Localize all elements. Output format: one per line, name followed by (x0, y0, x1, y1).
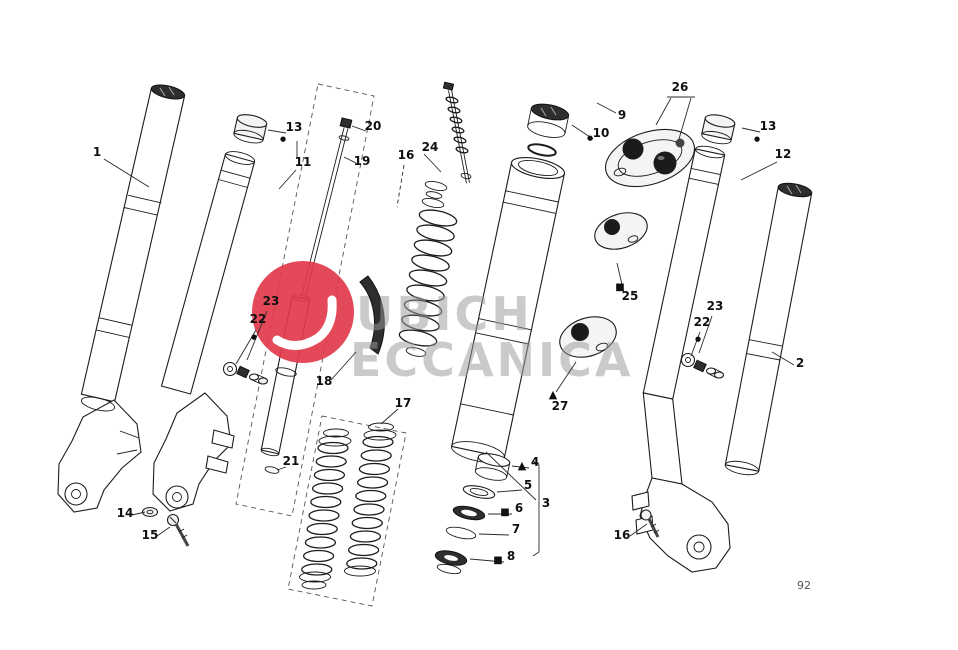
part-marker: ● (587, 134, 593, 142)
part-label-8: 8 (507, 549, 515, 563)
circlip-7 (445, 526, 477, 540)
o-ring (527, 143, 557, 157)
watermark-logo-swoosh (272, 295, 337, 350)
part-label-23: 23 (707, 299, 724, 313)
part-labels: 1 13 11 20 19 16 24 10 9 26 13 12 2 23 22 23 22 18 21 17 25 2… (93, 80, 804, 563)
part-label-13: 13 (760, 119, 777, 133)
part-label-25: 25 (622, 289, 639, 303)
part-label-4: 4 (531, 455, 539, 469)
watermark: UBICH ECCANICA (252, 261, 634, 387)
part-label-1: 1 (93, 145, 101, 159)
part-label-23: 23 (263, 294, 280, 308)
kit-spring-b (346, 435, 394, 570)
part-label-13: 13 (286, 120, 303, 134)
part-label-22: 22 (694, 315, 711, 329)
part-marker: ▲ (518, 459, 527, 472)
part-markers: ● ● ● ● ● ■ ▲ ▲ ■ ■ (251, 134, 760, 566)
part-label-24: 24 (422, 140, 439, 154)
part-label-10: 10 (593, 126, 610, 140)
part-marker: ● (280, 135, 286, 143)
clamp-plate-25 (594, 212, 648, 250)
watermark-text-1: UBICH (356, 287, 533, 341)
part-label-27: 27 (552, 399, 569, 413)
washer-5 (462, 485, 496, 499)
part-label-3: 3 (542, 496, 550, 510)
screw-16-right (640, 509, 652, 521)
part-label-16: 16 (398, 148, 415, 162)
part-label-26: 26 (672, 80, 689, 94)
part-label-12: 12 (775, 147, 792, 161)
watermark-text-2: ECCANICA (350, 333, 634, 387)
inner-tube-right (724, 182, 813, 476)
fork-leg-left (57, 84, 186, 513)
part-marker: ■ (500, 507, 509, 518)
part-label-7: 7 (512, 522, 520, 536)
part-label-17: 17 (395, 396, 412, 410)
part-label-2: 2 (796, 356, 804, 370)
kit-spring-a (301, 441, 349, 576)
hardware-left (222, 361, 269, 385)
part-marker: ▲ (549, 388, 558, 401)
part-label-5: 5 (524, 478, 532, 492)
fork-leg-second (141, 114, 268, 547)
part-label-22: 22 (250, 312, 267, 326)
hardware-right (680, 352, 725, 379)
clamp-plate-26 (604, 128, 696, 188)
fork-foot-second (152, 392, 232, 512)
part-marker: ● (754, 135, 760, 143)
leader-lines (103, 96, 795, 563)
part-label-18: 18 (316, 374, 333, 388)
part-marker: ● (251, 333, 257, 341)
part-label-21: 21 (283, 454, 300, 468)
fork-cap-left (236, 114, 268, 128)
part-marker: ■ (615, 282, 624, 293)
part-label-9: 9 (618, 108, 626, 122)
rebound-spring-parts (398, 81, 472, 357)
fork-cap-10 (530, 103, 570, 121)
fork-leg-right (631, 114, 736, 573)
center-tube-assembly (434, 103, 570, 575)
part-label-6: 6 (515, 501, 523, 515)
main-spring-single (398, 209, 458, 347)
part-marker: ● (695, 335, 701, 343)
part-marker: ■ (493, 555, 502, 566)
spring-kit-box (287, 415, 407, 607)
part-label-16: 16 (614, 528, 631, 542)
spring-guide (359, 275, 385, 355)
washer-14 (141, 506, 159, 518)
fork-cap-right (704, 114, 736, 128)
page-number: 92 (797, 579, 811, 592)
steering-clamp-parts (559, 128, 696, 358)
part-label-19: 19 (354, 154, 371, 168)
clip-ring-21 (264, 466, 280, 474)
part-label-11: 11 (295, 155, 312, 169)
damper-nut-20 (339, 117, 353, 129)
part-label-20: 20 (365, 119, 382, 133)
part-label-15: 15 (142, 528, 159, 542)
part-label-14: 14 (117, 506, 134, 520)
